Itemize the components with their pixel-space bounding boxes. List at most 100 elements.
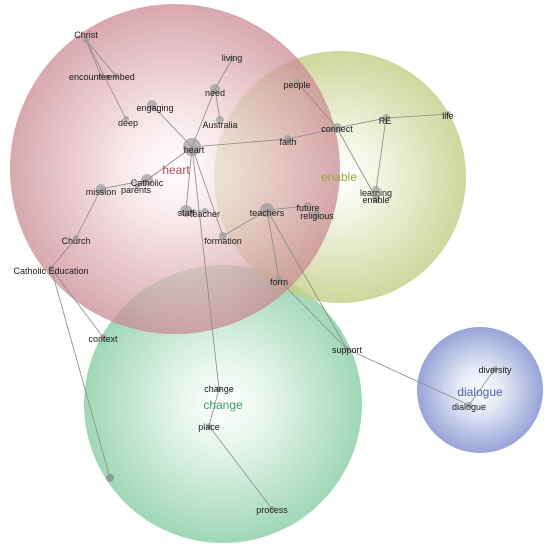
link-catholic_education-context — [50, 267, 104, 338]
term-label-heart: heart — [184, 145, 205, 155]
theme-circle-change — [84, 265, 362, 543]
term-label-mission: mission — [86, 187, 117, 197]
node-teacher[interactable] — [202, 208, 208, 214]
link-re-life — [385, 113, 449, 119]
node-embed[interactable] — [113, 73, 119, 79]
node-mission[interactable] — [96, 184, 106, 194]
term-label-christ: Christ — [74, 30, 98, 40]
node-process[interactable] — [269, 506, 275, 512]
link-need-living — [214, 58, 233, 90]
term-label-enable: enable — [362, 195, 389, 205]
node-catholic[interactable] — [141, 174, 153, 186]
theme-label-change: change — [203, 398, 243, 412]
node-religious[interactable] — [312, 210, 320, 218]
node-enable[interactable] — [372, 194, 380, 202]
term-label-teacher: teacher — [190, 209, 220, 219]
node-need[interactable] — [210, 84, 220, 94]
link-re-learning — [375, 117, 387, 191]
node-support[interactable] — [344, 346, 350, 352]
theme-circle-heart — [10, 4, 340, 334]
link-catholic_education-dot — [50, 267, 111, 479]
term-label-people: people — [283, 80, 310, 90]
node-form[interactable] — [275, 276, 283, 284]
link-heart-change — [191, 146, 220, 390]
node-people[interactable] — [294, 79, 300, 85]
term-label-change: change — [204, 384, 234, 394]
node-future[interactable] — [304, 202, 312, 210]
node-faith[interactable] — [284, 135, 292, 143]
node-re[interactable] — [382, 114, 390, 122]
link-faith-connect — [287, 127, 338, 140]
term-label-teachers: teachers — [250, 208, 285, 218]
term-label-staff: staff — [178, 208, 195, 218]
concept-links — [50, 39, 496, 510]
theme-bubbles — [10, 4, 543, 543]
term-label-dialogue: dialogue — [452, 402, 486, 412]
node-dialogue[interactable] — [466, 402, 472, 408]
node-teachers[interactable] — [260, 203, 274, 217]
node-heart[interactable] — [183, 138, 201, 156]
link-teachers-support — [266, 209, 348, 350]
theme-labels: heart enable change dialogue — [162, 163, 503, 412]
link-catholic-mission — [100, 179, 148, 190]
link-form-support — [278, 279, 348, 350]
term-label-australia: Australia — [202, 120, 237, 130]
term-label-future: future — [296, 203, 319, 213]
term-label-catholic: Catholic — [131, 178, 164, 188]
node-parents[interactable] — [134, 183, 140, 189]
link-mission-church — [75, 188, 102, 239]
link-teachers-formation — [222, 209, 268, 237]
theme-label-enable: enable — [321, 170, 357, 184]
term-label-process: process — [256, 505, 288, 515]
link-diversity-dialogue — [468, 368, 496, 406]
link-connect-enable — [336, 127, 377, 199]
link-christ-deep — [85, 39, 127, 120]
term-label-church: Church — [61, 236, 90, 246]
link-support-dialogue — [346, 348, 470, 406]
term-label-diversity: diversity — [478, 365, 512, 375]
link-christ-encounter — [85, 39, 102, 77]
node-encounter[interactable] — [98, 73, 104, 79]
node-connect[interactable] — [332, 123, 342, 133]
link-engaging-heart — [151, 104, 193, 148]
node-formation[interactable] — [219, 232, 227, 240]
term-label-re: RE — [379, 116, 392, 126]
node-church[interactable] — [73, 235, 79, 241]
node-australia[interactable] — [216, 116, 224, 124]
link-need-australia — [214, 88, 221, 121]
node-place[interactable] — [206, 423, 212, 429]
link-heart-catholic — [146, 146, 193, 181]
link-connect-people — [296, 81, 338, 129]
theme-label-dialogue: dialogue — [457, 385, 503, 399]
node-life[interactable] — [445, 111, 451, 117]
node-christ[interactable] — [83, 37, 89, 43]
term-label-faith: faith — [279, 137, 296, 147]
link-connect-re — [336, 117, 387, 129]
term-label-formation: formation — [204, 236, 242, 246]
concept-nodes — [48, 37, 498, 512]
node-endpoint[interactable] — [106, 474, 114, 482]
link-heart-staff — [185, 146, 193, 212]
node-change[interactable] — [216, 386, 222, 392]
term-label-context: context — [88, 334, 118, 344]
term-label-religious: religious — [300, 211, 334, 221]
node-deep[interactable] — [123, 116, 129, 122]
term-label-embed: embed — [107, 72, 135, 82]
term-label-support: support — [332, 345, 363, 355]
term-label-parents: parents — [121, 185, 152, 195]
node-staff[interactable] — [180, 205, 192, 217]
node-living[interactable] — [229, 56, 235, 62]
term-label-deep: deep — [118, 118, 138, 128]
link-heart-need — [191, 88, 216, 148]
node-catholic_education[interactable] — [48, 265, 54, 271]
term-label-life: life — [442, 111, 454, 121]
term-label-form: form — [270, 277, 288, 287]
node-engaging[interactable] — [147, 100, 157, 110]
theme-label-heart: heart — [162, 163, 190, 177]
node-diversity[interactable] — [492, 366, 498, 372]
node-context[interactable] — [100, 334, 106, 340]
node-learning[interactable] — [372, 186, 380, 194]
term-label-catholic_education: Catholic Education — [13, 266, 88, 276]
